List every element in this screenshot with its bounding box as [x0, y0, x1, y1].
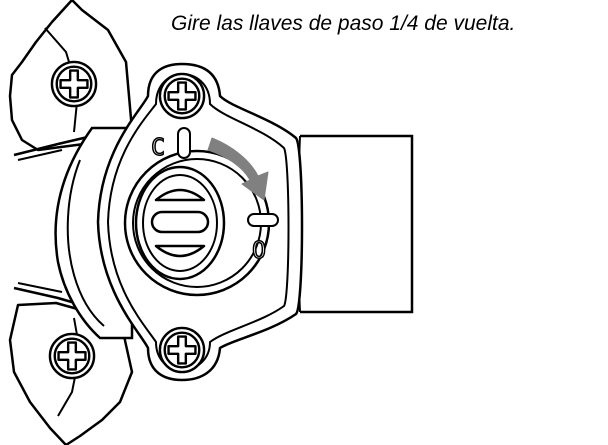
- screw-icon: [48, 332, 96, 380]
- screw-icon: [158, 326, 206, 374]
- closed-label: C: [151, 135, 165, 161]
- open-label: O: [252, 238, 266, 264]
- curved-arrow-icon: [207, 137, 269, 201]
- shutoff-valve-handle: [123, 149, 271, 297]
- position-markers: [177, 127, 279, 227]
- instruction-caption: Gire las llaves de paso 1/4 de vuelta.: [171, 12, 516, 35]
- screw-icon: [158, 72, 206, 120]
- pipe-stub: [297, 134, 414, 314]
- screw-icon: [50, 60, 98, 108]
